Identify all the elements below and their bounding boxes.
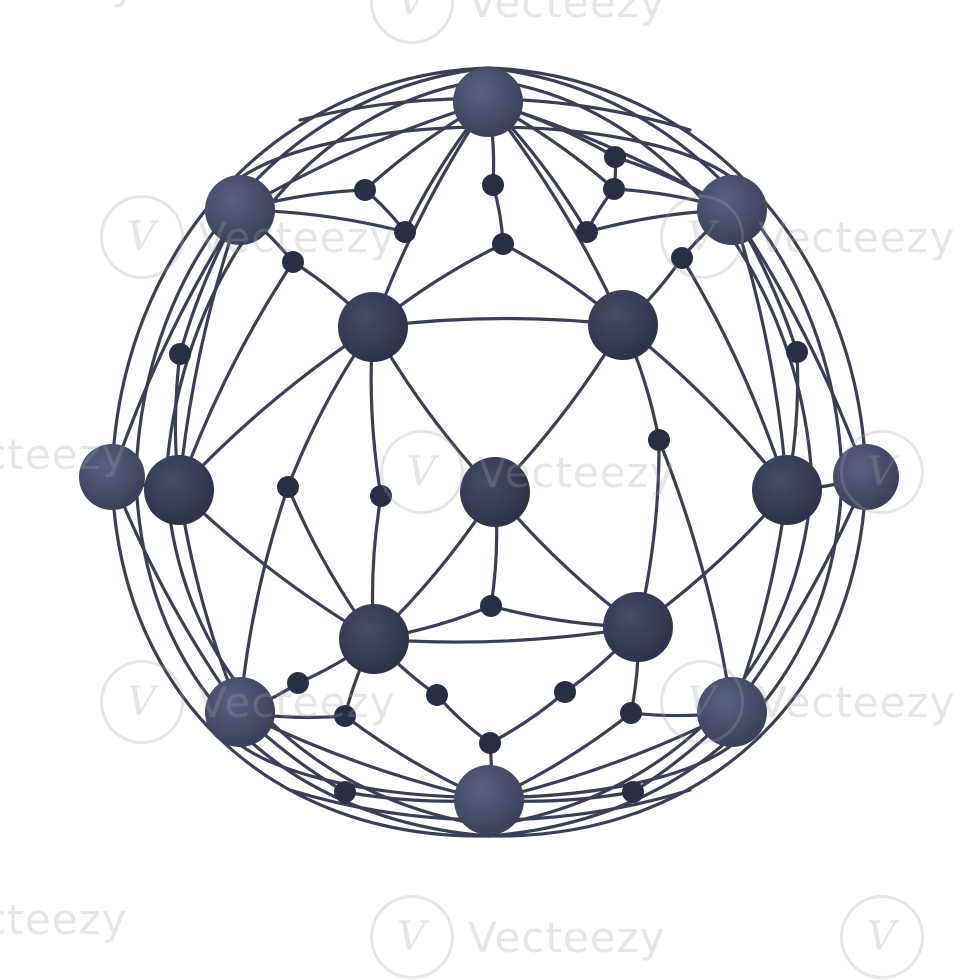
small-node <box>394 221 416 243</box>
large-node <box>460 457 530 527</box>
small-node <box>282 251 304 273</box>
small-node <box>622 781 644 803</box>
large-node <box>833 444 899 510</box>
network-edge <box>372 625 640 644</box>
network-edge <box>730 208 868 479</box>
network-edge <box>657 438 734 714</box>
network-edge <box>371 316 625 329</box>
small-node <box>169 343 191 365</box>
small-node <box>277 476 299 498</box>
large-node <box>144 455 214 525</box>
large-node <box>205 175 275 245</box>
large-node <box>453 67 523 137</box>
large-node <box>752 455 822 525</box>
network-edge <box>110 208 242 479</box>
large-node <box>339 604 409 674</box>
network-nodes <box>79 67 899 835</box>
small-node <box>370 485 392 507</box>
large-node <box>454 765 524 835</box>
small-node <box>603 178 625 200</box>
small-node <box>482 174 504 196</box>
large-node <box>697 175 767 245</box>
small-node <box>479 732 501 754</box>
large-node <box>588 290 658 360</box>
large-node <box>697 677 767 747</box>
large-node <box>603 592 673 662</box>
small-node <box>492 233 514 255</box>
small-node <box>334 781 356 803</box>
network-edge <box>177 208 242 492</box>
small-node <box>648 429 670 451</box>
large-node <box>79 444 145 510</box>
large-node <box>205 677 275 747</box>
small-node <box>576 221 598 243</box>
small-node <box>354 179 376 201</box>
network-edge <box>730 208 789 492</box>
small-node <box>287 672 309 694</box>
small-node <box>480 595 502 617</box>
small-node <box>426 684 448 706</box>
large-node <box>338 292 408 362</box>
small-node <box>604 146 626 168</box>
network-edge <box>177 325 375 492</box>
small-node <box>620 702 642 724</box>
small-node <box>334 705 356 727</box>
sphere-outline-arc <box>134 66 491 838</box>
small-node <box>786 341 808 363</box>
small-node <box>554 681 576 703</box>
network-edge <box>488 690 567 745</box>
small-node <box>671 247 693 269</box>
